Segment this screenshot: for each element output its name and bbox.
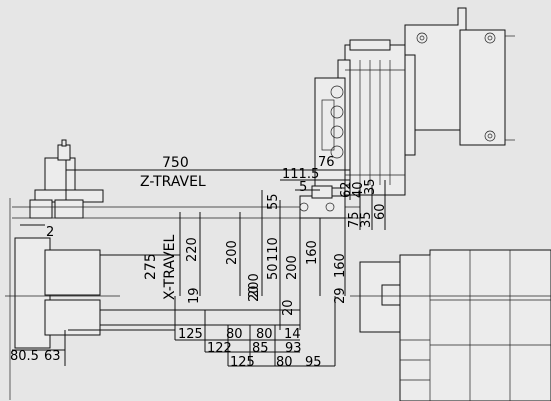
- dim-55: 55: [266, 193, 281, 210]
- dim-14: 14: [284, 327, 301, 342]
- dimension-lines: [12, 160, 386, 367]
- dim-29: 29: [333, 287, 348, 304]
- turret-tool: [299, 185, 346, 219]
- chuck: [5, 198, 120, 400]
- turret-head: [314, 39, 416, 196]
- dim-35: 35: [363, 178, 378, 195]
- dim-122: 122: [207, 341, 232, 356]
- dim-110: 110: [266, 237, 281, 262]
- dim-125b: 125: [230, 355, 255, 370]
- x-travel-value: 275: [143, 253, 159, 280]
- dim-220: 220: [185, 237, 200, 262]
- dim-200b: 200: [247, 273, 262, 298]
- dim-40: 40: [351, 181, 366, 198]
- z-travel-label: Z-TRAVEL: [140, 174, 206, 190]
- dim-62: 62: [339, 181, 354, 198]
- dim-160a: 160: [305, 240, 320, 265]
- dim-20b: 20: [281, 299, 296, 316]
- dim-80c: 80: [276, 355, 293, 370]
- dim-80-5: 80.5: [10, 349, 39, 364]
- dim-60: 60: [373, 203, 388, 220]
- dim-2: 2: [46, 225, 54, 240]
- dim-75: 75: [347, 211, 362, 228]
- dim-85: 85: [252, 341, 269, 356]
- dim-125a: 125: [178, 327, 203, 342]
- dim-19: 19: [187, 287, 202, 304]
- dim-5: 5: [299, 180, 307, 195]
- dim-20a: 20: [247, 285, 262, 302]
- dim-111-5: 111.5: [282, 167, 319, 182]
- dim-35b: 35: [359, 211, 374, 228]
- z-travel-value: 750: [162, 155, 189, 171]
- dim-200a: 200: [225, 240, 240, 265]
- left-tool-holder: [12, 139, 360, 219]
- dim-76: 76: [318, 155, 335, 170]
- x-travel-label: X-TRAVEL: [162, 235, 178, 300]
- machine-body: [350, 249, 551, 401]
- dim-80a: 80: [226, 327, 243, 342]
- dimension-labels: 750 Z-TRAVEL 111.5 76 5 55 62 40 35 75 3…: [10, 155, 388, 370]
- dim-80b: 80: [256, 327, 273, 342]
- dim-50: 50: [266, 263, 281, 280]
- dim-200c: 200: [285, 255, 300, 280]
- dim-160b: 160: [333, 253, 348, 278]
- dim-63: 63: [44, 349, 61, 364]
- dim-95: 95: [305, 355, 322, 370]
- dim-93: 93: [285, 341, 302, 356]
- motor-housing: [404, 7, 515, 146]
